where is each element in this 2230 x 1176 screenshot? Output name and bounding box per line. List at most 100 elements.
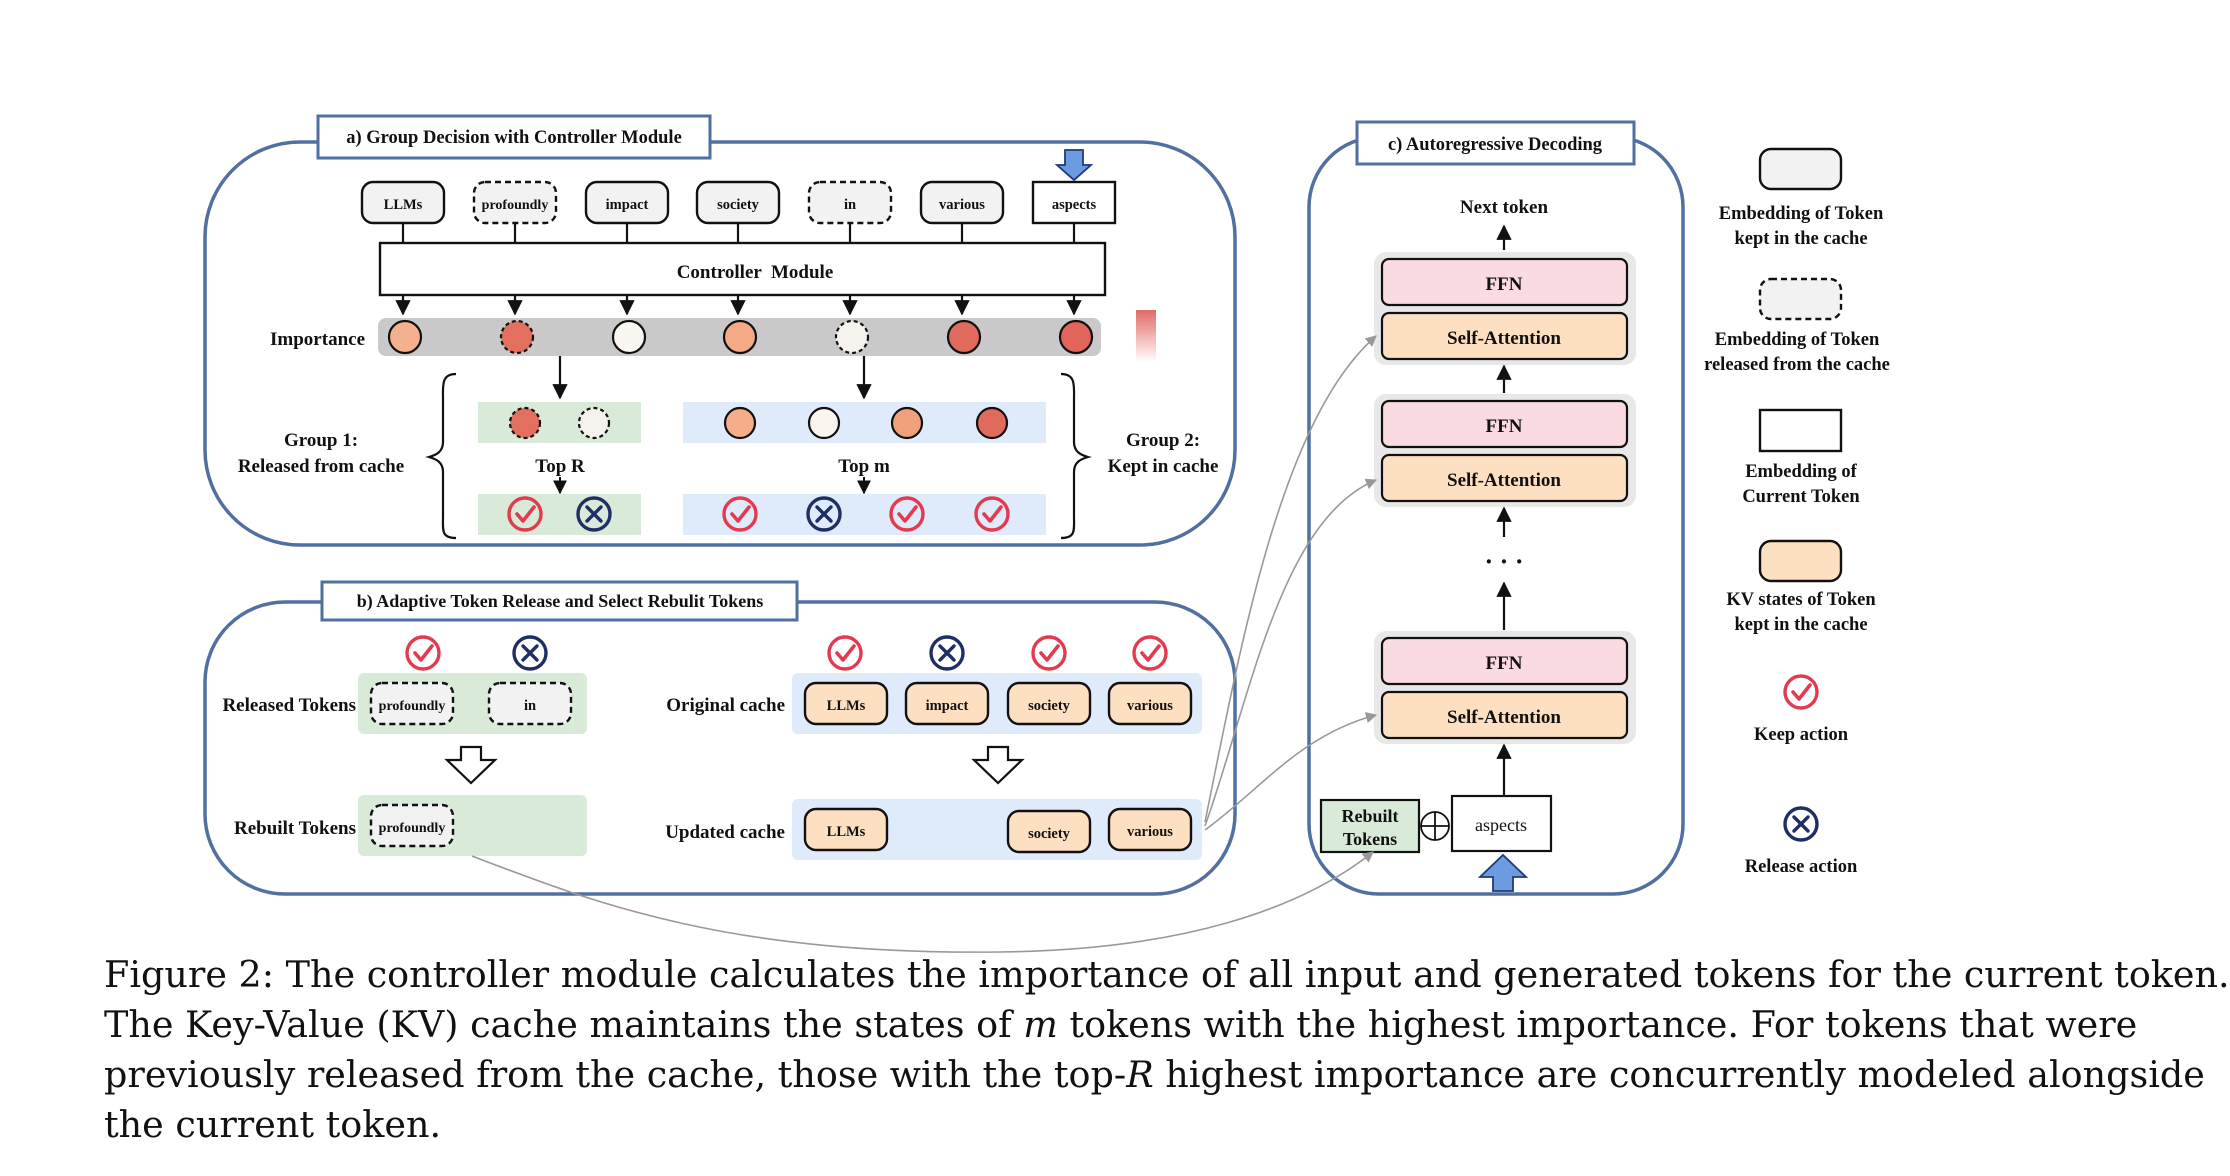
group2-circle-2 [807,406,841,440]
kv-connectors [471,335,1378,953]
legend-kv-line1: KV states of Token [1726,590,1876,610]
original-keep-icon-2 [1031,635,1067,671]
panel-c-title-box [1355,120,1636,166]
group1-top-area [478,402,641,443]
rebuilt-to-decoding [471,851,1374,953]
panel-b-title: b) Adaptive Token Release and Select Reb… [357,591,764,612]
caption-line-3-b: highest importance are concurrently mode… [1153,1053,2205,1096]
next-token-label: Next token [1460,197,1549,218]
legend-release-label: Release action [1745,857,1858,877]
group2-circles [723,406,1009,440]
kv-to-top-layer [1204,335,1377,823]
panel-a-title: a) Group Decision with Controller Module [346,128,682,148]
layer-ellipsis: · · · [1484,547,1523,576]
token-profoundly-label: profoundly [482,198,549,213]
kv-to-bottom-layer [1204,712,1378,831]
attention-top [1380,311,1629,361]
group1-label-2: Released from cache [238,456,404,477]
token-llms-label: LLMs [384,197,423,213]
importance-gradient-scale [1136,310,1156,362]
importance-llms [387,319,423,355]
attention-middle [1380,453,1629,503]
group2-label-1: Group 2: [1126,430,1200,451]
group2-label-2: Kept in cache [1108,456,1219,477]
legend-current-line2: Current Token [1742,487,1860,507]
caption-line-2: The Key-Value (KV) cache maintains the s… [104,1000,2137,1050]
legend: Embedding of Token kept in the cache Emb… [1704,147,1890,877]
group2-circle-4 [975,406,1009,440]
original-release-icon [929,635,965,671]
caption-line-2-b: tokens with the highest importance. For … [1057,1003,2138,1046]
group1-bottom-area [478,494,641,535]
legend-released-line1: Embedding of Token [1715,330,1880,350]
legend-current-swatch [1758,408,1843,453]
released-token-profoundly-label: profoundly [379,699,446,714]
legend-current-line1: Embedding of [1745,462,1857,482]
released-token-in [487,681,573,726]
panel-a: a) Group Decision with Controller Module… [203,114,1237,547]
legend-kept-swatch [1758,147,1843,191]
group2-circle-1 [723,406,757,440]
rebuilt-token-profoundly [369,803,455,848]
importance-various [946,319,982,355]
caption-var-r: R [1126,1053,1154,1096]
original-token-various [1107,681,1193,726]
caption-line-3: previously released from the cache, thos… [104,1050,2205,1100]
current-token-arrow-icon [1054,149,1094,182]
token-aspects [1031,180,1117,225]
panel-a-title-box [316,114,712,160]
updated-cache-label: Updated cache [665,822,785,843]
group1-circle-in [577,406,611,440]
original-token-society [1006,681,1092,726]
panel-c-title: c) Autoregressive Decoding [1388,135,1603,155]
released-release-icon [512,635,548,671]
importance-impact [611,319,647,355]
legend-kept-line2: kept in the cache [1734,229,1867,249]
original-token-various-label: various [1127,698,1173,714]
controller-module [378,241,1107,297]
original-token-llms-label: LLMs [827,698,866,714]
group1-label-1: Group 1: [284,430,358,451]
legend-kv-swatch [1758,539,1843,583]
original-cache-label: Original cache [666,695,785,716]
rebuilt-tokens-label: Rebuilt Tokens [234,818,356,839]
panel-c: c) Autoregressive Decoding Next token FF… [1307,120,1685,896]
top-r-label: Top R [535,456,585,477]
importance-in [834,319,870,355]
rebuilt-tokens-box-label-1: Rebuilt [1341,806,1398,826]
legend-kept-line1: Embedding of Token [1719,204,1884,224]
group1-brace [424,372,457,540]
attention-top-label: Self-Attention [1447,328,1561,349]
legend-kv-line2: kept in the cache [1734,615,1867,635]
panel-a-border [203,140,1237,547]
token-society-label: society [717,197,760,213]
token-in-label: in [844,197,856,213]
original-keep-icon-1 [827,635,863,671]
controller-module-label: Controller Module [677,262,834,283]
importance-label: Importance [270,329,365,350]
ffn-middle [1380,399,1629,449]
importance-circles [387,319,1094,355]
original-token-llms [803,681,889,726]
panel-b-title-box [320,580,799,622]
caption-line-1: Figure 2: The controller module calculat… [104,953,2230,996]
legend-keep-icon [1783,674,1819,710]
token-aspects-label: aspects [1052,197,1097,213]
released-token-in-label: in [524,698,536,714]
legend-release-icon [1783,806,1819,842]
rebuilt-token-profoundly-label: profoundly [379,821,446,836]
rebuilt-tokens-box [1319,798,1421,854]
original-token-impact-label: impact [926,698,969,714]
caption-line-2-a: The Key-Value (KV) cache maintains the s… [104,1003,1024,1046]
rebuilt-tokens-box-label-2: Tokens [1343,829,1397,849]
importance-profoundly [499,319,535,355]
ffn-top [1380,257,1629,307]
caption-var-m: m [1023,1003,1058,1046]
figure-caption: Figure 2: The controller module calculat… [104,950,2230,1150]
current-token-label: aspects [1475,815,1527,835]
current-token-input-arrow-icon [1477,853,1529,892]
attention-middle-label: Self-Attention [1447,470,1561,491]
importance-aspects [1058,319,1094,355]
attention-bottom-label: Self-Attention [1447,707,1561,728]
released-down-arrow-icon [444,745,498,785]
